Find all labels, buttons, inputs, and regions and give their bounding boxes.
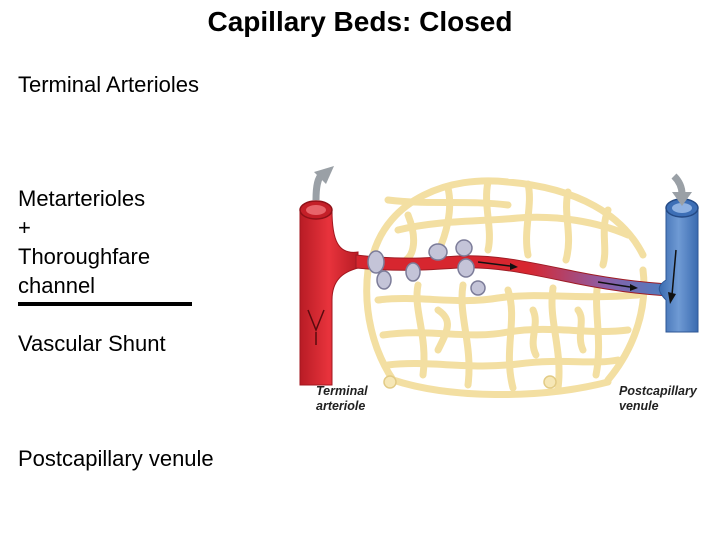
capillary-bed-diagram: Terminal arteriole Postcapillary venule [278, 160, 718, 420]
terminal-arteriole [299, 200, 359, 386]
label-postcapillary-venule: Postcapillary venule [18, 446, 214, 471]
caption-postcap-line2: venule [619, 399, 659, 413]
thoroughfare-channel [355, 254, 669, 297]
label-thoroughfare: Thoroughfare [18, 244, 151, 269]
inflow-arrow-icon [312, 166, 334, 201]
caption-postcap-line1: Postcapillary [619, 384, 697, 398]
caption-postcapillary-venule: Postcapillary venule [619, 384, 697, 414]
divider-line [18, 302, 192, 306]
caption-terminal-line1: Terminal [316, 384, 368, 398]
label-metarterioles: Metarterioles [18, 186, 146, 211]
postcapillary-venule [658, 198, 699, 333]
caption-terminal-arteriole: Terminal arteriole [316, 384, 368, 414]
capillary-network [363, 177, 648, 399]
slide-title: Capillary Beds: Closed [207, 6, 513, 37]
caption-terminal-line2: arteriole [316, 399, 366, 413]
label-plus: + [18, 215, 31, 240]
outflow-arrow-icon [671, 173, 692, 206]
label-vascular-shunt: Vascular Shunt [18, 331, 166, 356]
label-channel: channel [18, 273, 96, 298]
label-terminal-arterioles: Terminal Arterioles [18, 72, 199, 97]
precapillary-sphincters [367, 239, 486, 296]
